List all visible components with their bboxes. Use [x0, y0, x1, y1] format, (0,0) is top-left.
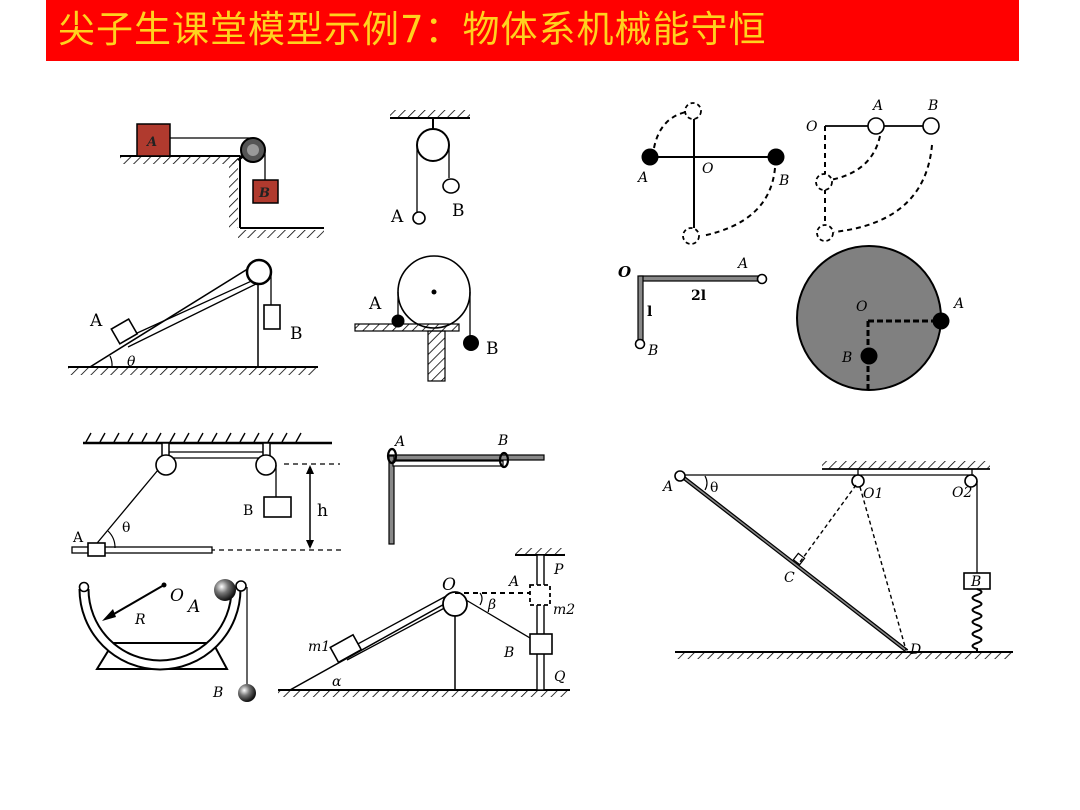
ring-a: [386, 447, 398, 465]
svg-text:θ: θ: [127, 354, 136, 370]
block-b: [263, 496, 292, 518]
diagram-semicircle-track: O R A B: [78, 579, 256, 702]
svg-text:B: B: [497, 433, 508, 449]
diagram-rod-spring-pulleys: A θ C D O1 O2 B: [661, 461, 1013, 659]
pulley-o: [442, 591, 468, 617]
diagram-incline-pole-slider: O m1 m2 A B P Q α β: [278, 548, 575, 697]
svg-text:B: B: [647, 343, 658, 359]
svg-text:A: A: [72, 530, 84, 546]
svg-text:B: B: [927, 98, 938, 114]
svg-text:β: β: [487, 597, 496, 613]
block-b: [263, 304, 281, 330]
svg-text:A: A: [186, 597, 200, 617]
mass-m1: [329, 633, 363, 664]
svg-text:l: l: [647, 304, 652, 320]
mass-a: [932, 312, 950, 330]
diagram-two-pulleys-slider: A B θ h: [71, 432, 345, 557]
page-title: 尖子生课堂模型示例7：物体系机械能守恒: [58, 8, 767, 51]
mass-b: [860, 347, 878, 365]
ball-b: [442, 178, 460, 194]
pulley-left: [155, 454, 177, 476]
ball-a: [867, 117, 885, 135]
svg-text:A: A: [390, 207, 404, 227]
svg-text:A: A: [871, 98, 883, 114]
block-a: [110, 317, 139, 345]
diagram-table-pulley-blocks: A B: [120, 123, 324, 238]
diagram-rod-two-balls-swing: O A B: [806, 98, 940, 242]
svg-text:α: α: [332, 674, 342, 690]
label-a: A: [145, 135, 157, 150]
svg-text:B: B: [778, 173, 789, 189]
ball-a: [214, 579, 236, 601]
svg-text:B: B: [970, 574, 981, 590]
pulley: [245, 258, 273, 286]
pulley-o1: [851, 474, 865, 488]
svg-text:Q: Q: [554, 669, 566, 685]
svg-text:O1: O1: [863, 486, 883, 502]
label-b: B: [258, 186, 270, 201]
ball-a: [412, 211, 426, 225]
svg-text:A: A: [736, 256, 748, 272]
svg-text:O: O: [170, 586, 184, 606]
rod-end-a: [674, 470, 686, 482]
svg-text:O: O: [856, 299, 868, 315]
svg-text:O2: O2: [952, 485, 972, 501]
svg-text:B: B: [503, 645, 514, 661]
ball-b: [463, 335, 479, 351]
ball-b: [922, 117, 940, 135]
slider-a: [87, 542, 106, 557]
ball-a: [391, 314, 405, 328]
svg-text:B: B: [841, 350, 852, 366]
svg-text:A: A: [507, 574, 519, 590]
spring: [971, 588, 983, 653]
svg-text:m1: m1: [308, 639, 330, 655]
svg-text:B: B: [452, 201, 465, 221]
svg-text:O: O: [806, 119, 818, 135]
svg-text:C: C: [784, 570, 795, 586]
svg-text:D: D: [909, 642, 921, 658]
svg-text:B: B: [243, 503, 253, 519]
diagram-L-rod: O A 2l l B: [618, 256, 768, 359]
svg-text:O: O: [702, 161, 714, 177]
svg-text:θ: θ: [710, 480, 718, 496]
svg-text:O: O: [618, 263, 631, 281]
svg-text:h: h: [317, 501, 328, 521]
svg-text:A: A: [661, 479, 673, 495]
svg-text:O: O: [442, 575, 456, 595]
diagram-incline-pulley: A B θ: [68, 258, 318, 375]
svg-text:θ: θ: [122, 520, 130, 536]
slider-b: [529, 633, 553, 655]
diagram-rings-on-rods: A B: [386, 433, 545, 545]
block-a: [136, 123, 171, 157]
ring-b: [498, 451, 510, 469]
svg-text:B: B: [212, 685, 223, 701]
svg-text:2l: 2l: [691, 288, 706, 304]
diagram-cross-rod-rotation: A B O: [636, 102, 789, 245]
svg-text:m2: m2: [553, 602, 575, 618]
ball-b: [767, 148, 785, 166]
diagram-disk-with-masses: O A B: [796, 245, 964, 391]
svg-text:B: B: [290, 324, 303, 344]
svg-text:A: A: [89, 311, 103, 331]
ball-a: [641, 148, 659, 166]
block-b: [252, 179, 279, 204]
svg-text:P: P: [553, 562, 564, 578]
svg-text:A: A: [952, 296, 964, 312]
svg-text:A: A: [393, 434, 405, 450]
title-banner: 尖子生课堂模型示例7：物体系机械能守恒: [46, 0, 1019, 61]
pulley: [416, 128, 450, 162]
diagram-fixed-pulley-two-balls: A B: [390, 110, 470, 227]
svg-text:A: A: [636, 170, 648, 186]
svg-text:R: R: [134, 612, 146, 628]
svg-text:B: B: [486, 339, 499, 359]
end-a: [756, 273, 768, 285]
svg-text:A: A: [368, 294, 382, 314]
diagram-large-pulley-on-table: A B: [354, 255, 499, 382]
pulley-right: [255, 454, 277, 476]
end-b: [634, 338, 646, 350]
ball-b: [238, 684, 256, 702]
